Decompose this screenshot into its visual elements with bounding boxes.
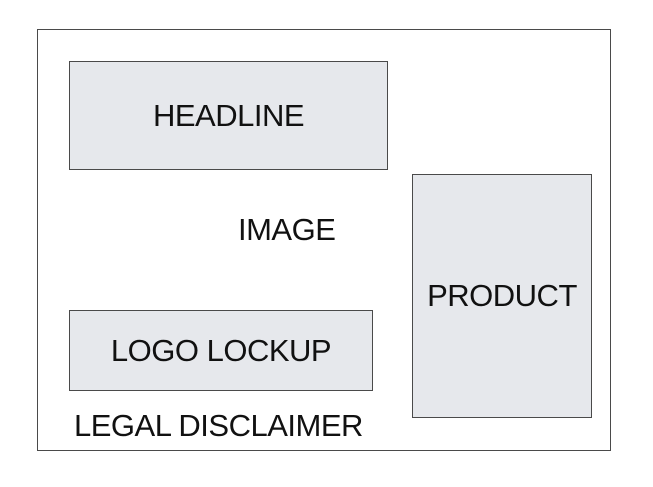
product-label: PRODUCT: [427, 278, 577, 313]
logo-lockup-box: LOGO LOCKUP: [69, 310, 373, 391]
image-label: IMAGE: [238, 212, 336, 247]
product-box: PRODUCT: [412, 174, 592, 418]
headline-label: HEADLINE: [152, 97, 305, 133]
logo-lockup-label: LOGO LOCKUP: [110, 332, 332, 368]
headline-box: HEADLINE: [69, 61, 388, 170]
legal-disclaimer-label: LEGAL DISCLAIMER: [74, 408, 363, 443]
